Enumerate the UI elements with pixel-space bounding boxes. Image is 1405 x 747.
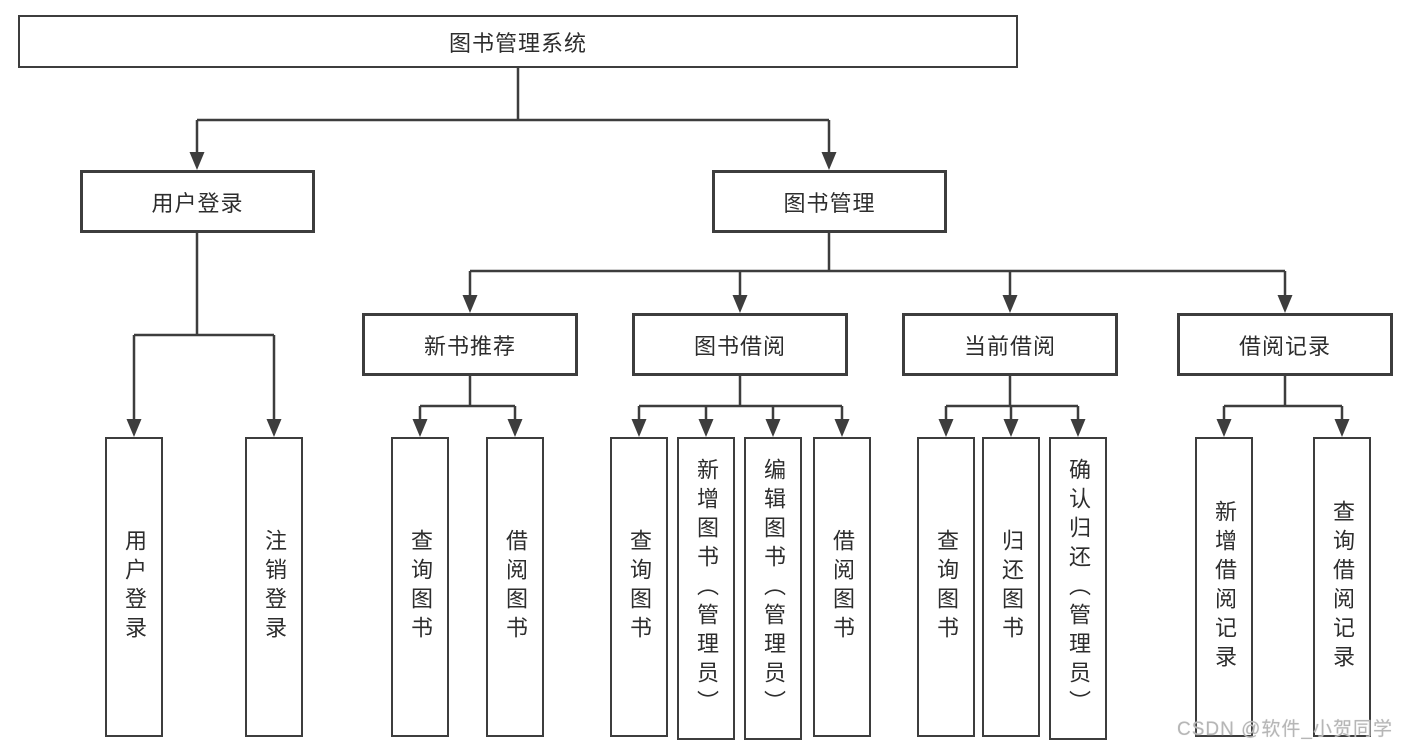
leaf-return-book: 归还图书	[982, 437, 1040, 737]
leaf-user-login-label: 用户登录	[122, 529, 147, 645]
edge-user-login-subtree	[132, 232, 276, 421]
edge-root-to-level2	[195, 67, 831, 154]
node-library-management-system: 图书管理系统	[18, 15, 1018, 68]
leaf-logout: 注销登录	[245, 437, 303, 737]
arrowhead	[938, 419, 954, 437]
leaf-borrow-borrow-book: 借阅图书	[813, 437, 871, 737]
leaf-recommend-query-book: 查询图书	[391, 437, 449, 737]
leaf-query-borrow-record-label: 查询借阅记录	[1330, 500, 1355, 674]
arrowhead	[732, 295, 748, 313]
node-borrow-record-label: 借阅记录	[1238, 333, 1331, 359]
arrowhead	[765, 419, 781, 437]
arrowhead	[462, 295, 478, 313]
leaf-add-borrow-record-label: 新增借阅记录	[1212, 500, 1237, 674]
node-borrow-record: 借阅记录	[1177, 313, 1393, 376]
leaf-borrow-borrow-book-label: 借阅图书	[830, 529, 855, 645]
leaf-borrow-query-book: 查询图书	[610, 437, 668, 737]
leaf-borrow-query-book-label: 查询图书	[627, 529, 652, 645]
arrowhead	[412, 419, 428, 437]
arrowhead	[507, 419, 523, 437]
leaf-confirm-return-admin-label: 确认归还（管理员）	[1066, 458, 1091, 719]
leaf-add-book-admin: 新增图书（管理员）	[677, 437, 735, 740]
arrowhead	[1334, 419, 1350, 437]
arrowhead	[266, 419, 282, 437]
leaf-recommend-borrow-book: 借阅图书	[486, 437, 544, 737]
arrowhead	[1003, 419, 1019, 437]
leaf-edit-book-admin: 编辑图书（管理员）	[744, 437, 802, 740]
leaf-current-query-book-label: 查询图书	[934, 529, 959, 645]
node-new-book-recommend-label: 新书推荐	[423, 333, 516, 359]
node-book-borrow-label: 图书借阅	[693, 333, 786, 359]
node-current-borrow: 当前借阅	[902, 313, 1118, 376]
arrowhead	[698, 419, 714, 437]
arrowhead	[1002, 295, 1018, 313]
edge-book-borrow-subtree	[637, 375, 844, 421]
node-library-management-system-label: 图书管理系统	[448, 30, 587, 56]
arrowhead	[126, 419, 142, 437]
leaf-recommend-query-book-label: 查询图书	[408, 529, 433, 645]
leaf-edit-book-admin-label: 编辑图书（管理员）	[761, 458, 786, 719]
leaf-recommend-borrow-book-label: 借阅图书	[503, 529, 528, 645]
leaf-logout-label: 注销登录	[262, 529, 287, 645]
node-user-login-label: 用户登录	[151, 190, 244, 216]
node-user-login: 用户登录	[80, 170, 315, 233]
leaf-query-borrow-record: 查询借阅记录	[1313, 437, 1371, 737]
arrowhead	[1277, 295, 1293, 313]
node-new-book-recommend: 新书推荐	[362, 313, 578, 376]
csdn-watermark: CSDN @软件_小贺同学	[1177, 719, 1393, 740]
leaf-add-borrow-record: 新增借阅记录	[1195, 437, 1253, 737]
leaf-return-book-label: 归还图书	[999, 529, 1024, 645]
node-book-management: 图书管理	[712, 170, 947, 233]
leaf-current-query-book: 查询图书	[917, 437, 975, 737]
arrowhead	[834, 419, 850, 437]
edge-current-borrow-subtree	[944, 375, 1080, 421]
arrowhead	[189, 152, 205, 170]
leaf-user-login: 用户登录	[105, 437, 163, 737]
node-book-management-label: 图书管理	[783, 190, 876, 216]
arrowhead	[821, 152, 837, 170]
node-book-borrow: 图书借阅	[632, 313, 848, 376]
leaf-confirm-return-admin: 确认归还（管理员）	[1049, 437, 1107, 740]
leaf-add-book-admin-label: 新增图书（管理员）	[694, 458, 719, 719]
edge-borrow-record-subtree	[1222, 375, 1344, 421]
edge-book-management-to-level3	[468, 232, 1287, 297]
arrowhead	[1070, 419, 1086, 437]
arrowhead	[1216, 419, 1232, 437]
node-current-borrow-label: 当前借阅	[963, 333, 1056, 359]
edge-new-book-recommend-subtree	[418, 375, 517, 421]
arrowhead	[631, 419, 647, 437]
